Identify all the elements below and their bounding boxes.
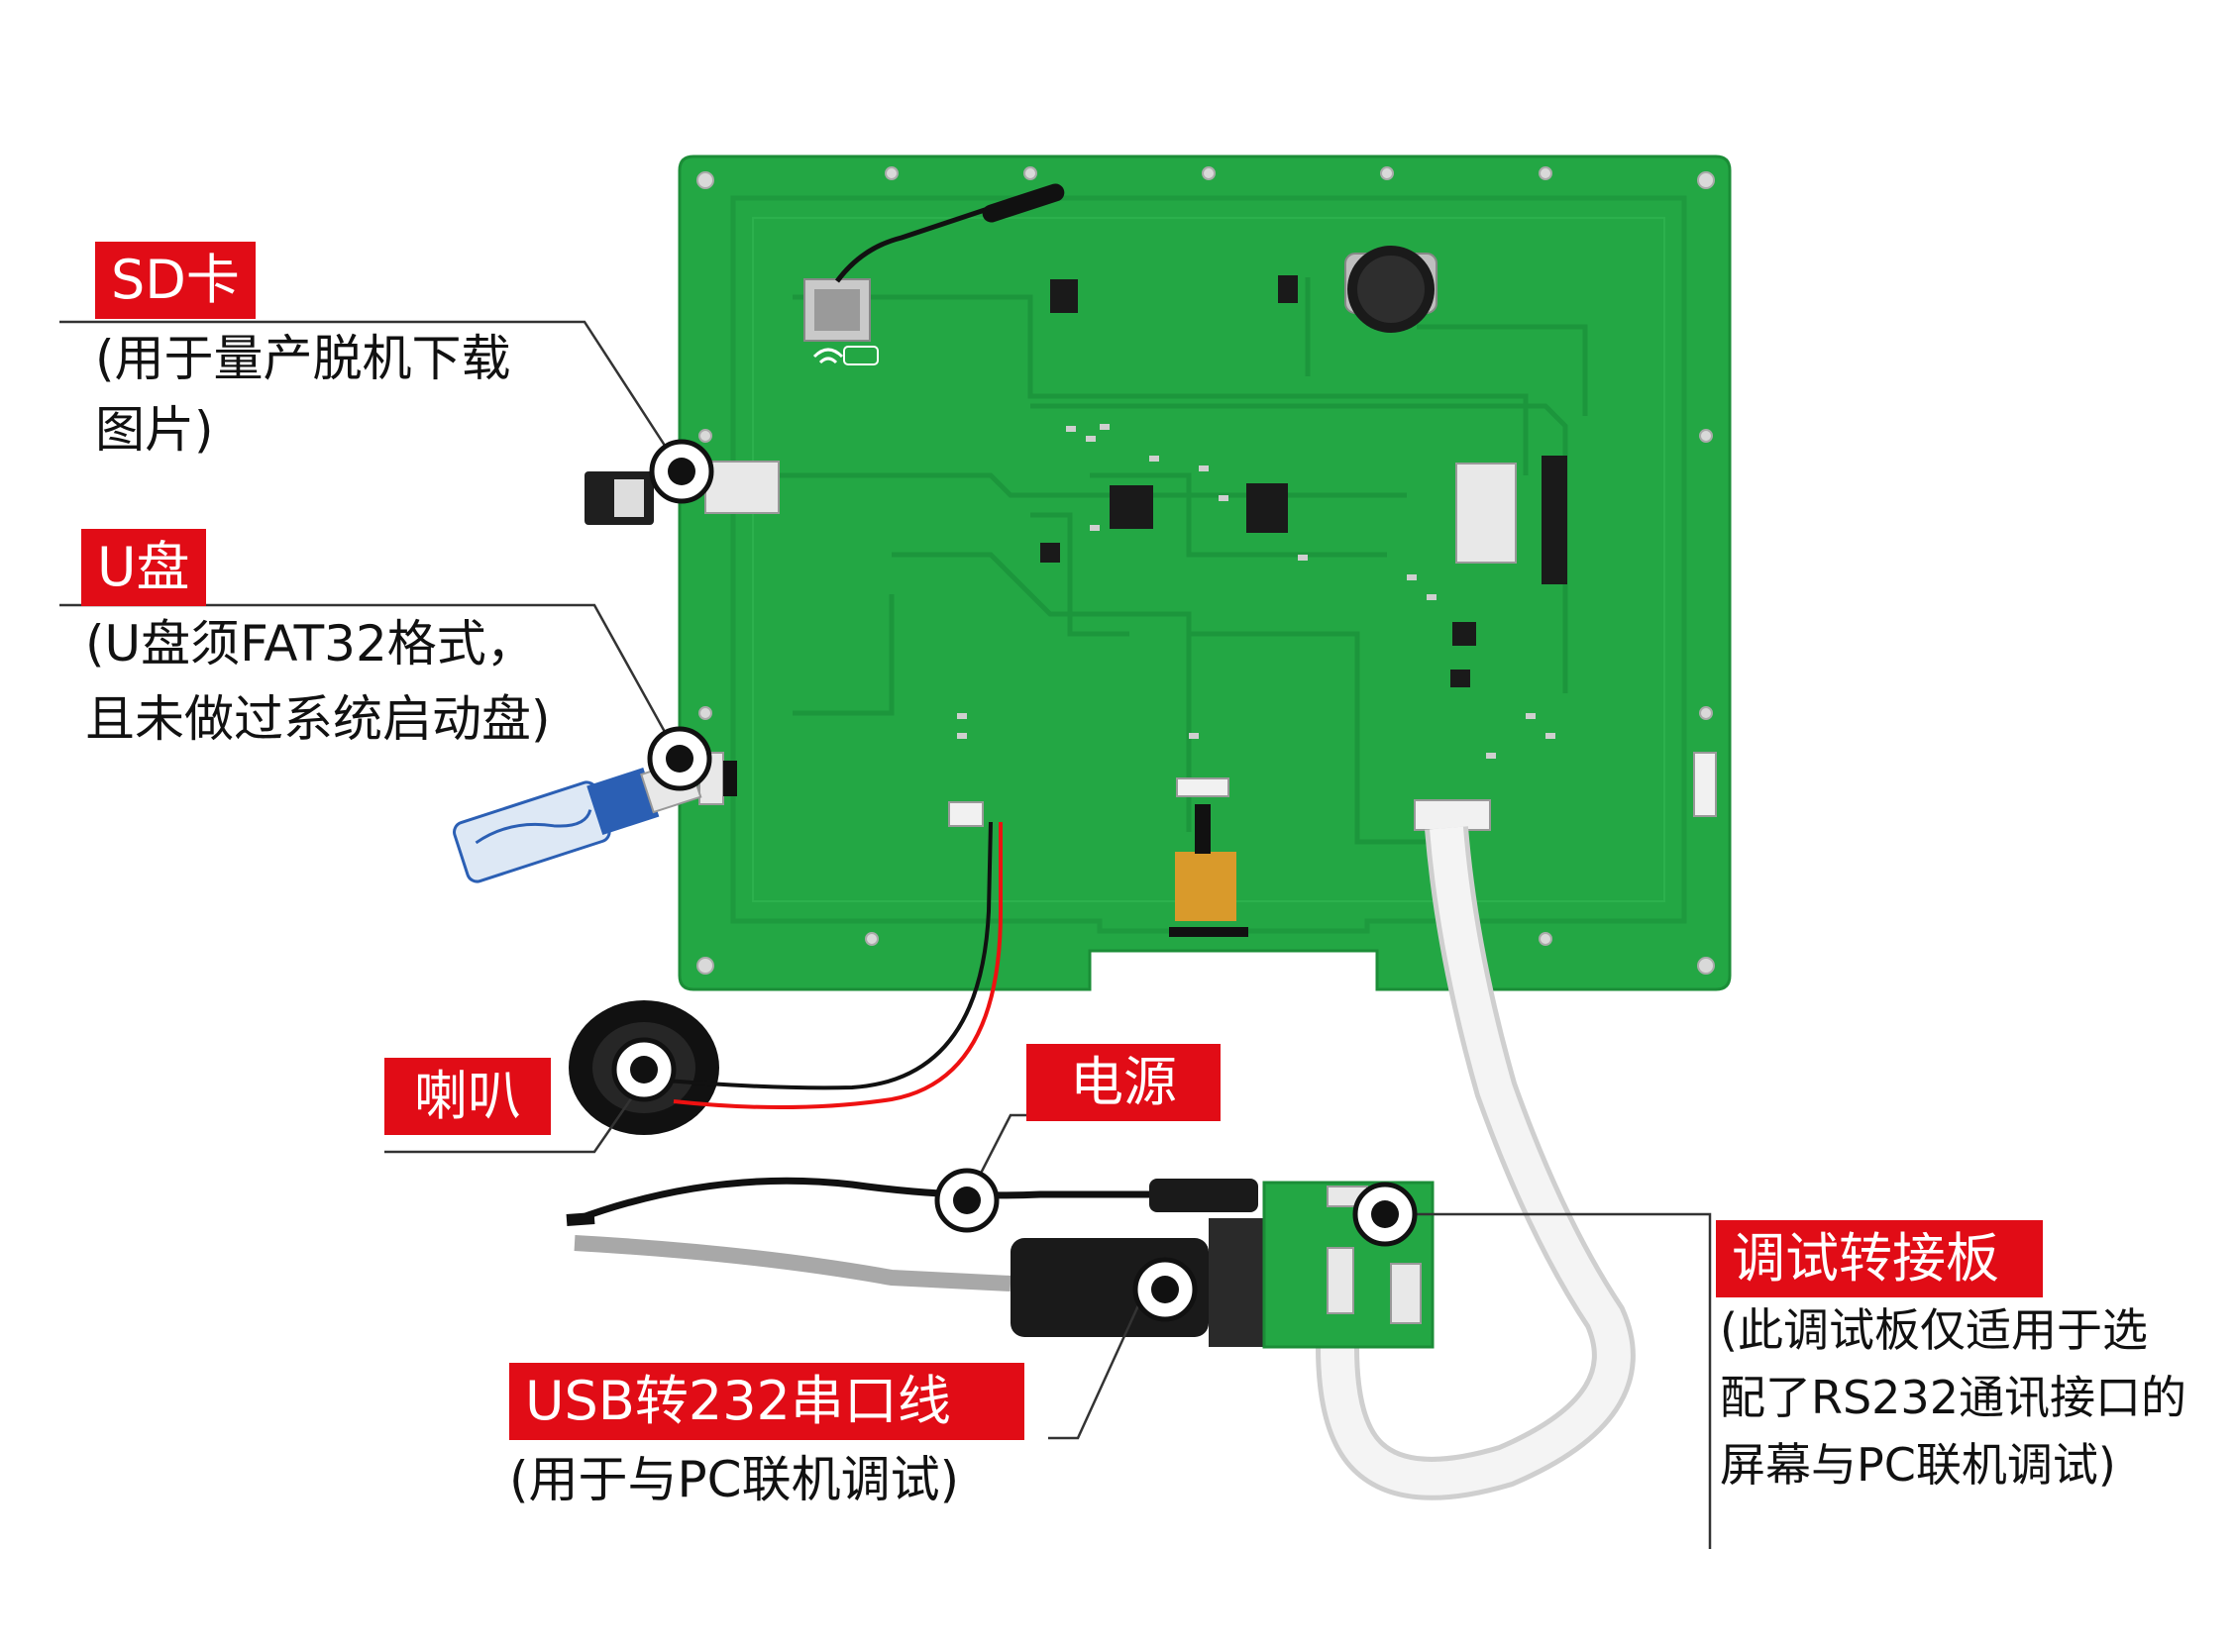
wifi-module [803,278,879,365]
debug-board-desc-line3: 屏幕与PC联机调试) [1720,1438,2116,1492]
debug-board-tag: 调试转接板 [1716,1220,2043,1297]
main-pcb-board [678,155,1732,991]
power-tag: 电源 [1026,1044,1221,1121]
debug-board-desc-line1: (此调试板仅适用于选 [1720,1303,2148,1357]
sd-card-tag: SD卡 [95,242,256,319]
debug-board-desc-line2: 配了RS232通讯接口的 [1720,1371,2186,1424]
sd-card-icon [585,471,654,525]
usb-disk-desc-line1: (U盘须FAT32格式， [85,615,536,672]
coin-battery-holder [1344,246,1437,333]
debug-adapter-board [1262,1181,1435,1349]
usb-disk-desc-line2: 且未做过系统启动盘) [85,690,551,748]
marker-icon [611,439,1418,1322]
sd-card-desc-line1: (用于量产脱机下载 [95,330,511,387]
wifi-icon [812,348,844,364]
sd-card-desc-line2: 图片) [95,401,214,459]
usb232-tag: USB转232串口线 [509,1363,1024,1440]
usb-disk-tag: U盘 [81,529,206,606]
usb232-desc-line1: (用于与PC联机调试) [509,1451,960,1508]
speaker-tag: 喇叭 [384,1058,551,1135]
